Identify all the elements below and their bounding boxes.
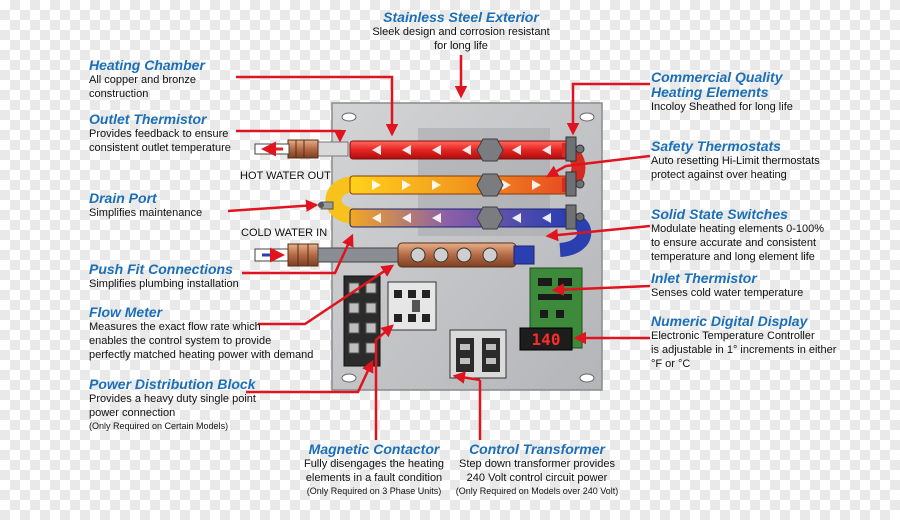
callout-desc-line: Fully disengages the heating [303,458,445,470]
callout-desc-line: construction [89,88,149,100]
magnetic-contactor [387,281,437,331]
callout-desc-line: temperature and long element life [651,251,815,263]
callout-note: (Only Required on 3 Phase Units) [306,486,442,496]
callout-desc-line: protect against over heating [651,169,787,181]
hot-water-out-label: HOT WATER OUT [240,170,331,182]
cold-water-inlet [254,242,535,268]
callout-title: Commercial Quality [651,69,783,85]
callout-push-fit-connections: Push Fit Connections Simplifies plumbing… [89,262,239,291]
callout-title: Safety Thermostats [651,138,781,154]
callout-desc-line: Sleek design and corrosion resistant [372,26,550,38]
callout-lines [227,55,651,440]
power-distribution-block [343,275,381,367]
control-board: 140 [519,267,583,351]
callout-desc-line: for long life [434,40,488,52]
callout-title: Heating Chamber [89,57,205,73]
callout-desc-line: enables the control system to provide [89,335,272,347]
callout-title: Control Transformer [469,441,605,457]
callout-power-distribution-block: Power Distribution Block Provides a heav… [89,377,256,432]
callout-desc-line: Step down transformer provides [459,458,615,470]
callout-commercial-heating-elements: Commercial Quality Heating Elements Inco… [651,70,793,114]
callout-desc-line: Senses cold water temperature [651,287,804,299]
callout-inlet-thermistor: Inlet Thermistor Senses cold water tempe… [651,271,803,300]
callout-title: Inlet Thermistor [651,270,757,286]
callout-desc-line: Auto resetting Hi-Limit thermostats [651,155,820,167]
control-transformer [449,329,507,379]
callout-flow-meter: Flow Meter Measures the exact flow rate … [89,305,313,362]
callout-desc-line: Modulate heating elements 0-100% [651,223,825,235]
callout-desc-line: is adjustable in 1° increments in either [651,344,837,356]
callout-title: Power Distribution Block [89,376,256,392]
callout-title: Numeric Digital Display [651,313,808,329]
callout-numeric-digital-display: Numeric Digital Display Electronic Tempe… [651,314,836,371]
display-reading: 140 [532,330,561,349]
hot-water-outlet [254,139,349,159]
callout-desc-line: Provides a heavy duty single point [89,393,256,405]
callout-drain-port: Drain Port Simplifies maintenance [89,191,202,220]
callout-title: Solid State Switches [651,206,788,222]
callout-desc-line: to ensure accurate and consistent [651,237,817,249]
callout-magnetic-contactor: Magnetic Contactor Fully disengages the … [294,442,454,497]
callout-heating-chamber: Heating Chamber All copper and bronze co… [89,58,205,101]
callout-desc-line: Simplifies maintenance [89,207,203,219]
numeric-digital-display [519,327,573,351]
callout-desc-line: Electronic Temperature Controller [651,330,815,342]
callout-desc-line: consistent outlet temperature [89,142,231,154]
callout-outlet-thermistor: Outlet Thermistor Provides feedback to e… [89,112,231,155]
heating-chamber-pipes [325,136,592,257]
callout-title: Magnetic Contactor [308,441,440,457]
callout-desc-line: °F or °C [651,358,691,370]
callout-title: Drain Port [89,190,157,206]
callout-title-line2: Heating Elements [651,84,769,100]
callout-title: Push Fit Connections [89,261,233,277]
callout-desc-line: Provides feedback to ensure [89,128,229,140]
drain-port [318,201,334,210]
callout-solid-state-switches: Solid State Switches Modulate heating el… [651,207,824,264]
callout-title: Stainless Steel Exterior [383,9,539,25]
callout-note: (Only Required on Certain Models) [89,421,229,431]
callout-desc-line: 240 Volt control circuit power [466,472,608,484]
callout-note: (Only Required on Models over 240 Volt) [455,486,619,496]
cold-water-in-label: COLD WATER IN [241,227,328,239]
callout-desc-line: Incoloy Sheathed for long life [651,101,793,113]
callout-control-transformer: Control Transformer Step down transforme… [446,442,628,497]
callout-safety-thermostats: Safety Thermostats Auto resetting Hi-Lim… [651,139,820,182]
callout-desc-line: Simplifies plumbing installation [89,278,239,290]
callout-desc-line: All copper and bronze [89,74,197,86]
callout-title: Outlet Thermistor [89,111,207,127]
callout-stainless-steel-exterior: Stainless Steel Exterior Sleek design an… [361,10,561,53]
callout-desc-line: elements in a fault condition [305,472,443,484]
callout-desc-line: perfectly matched heating power with dem… [89,349,314,361]
callout-desc-line: power connection [89,407,176,419]
callout-desc-line: Measures the exact flow rate which [89,321,261,333]
callout-title: Flow Meter [89,304,163,320]
